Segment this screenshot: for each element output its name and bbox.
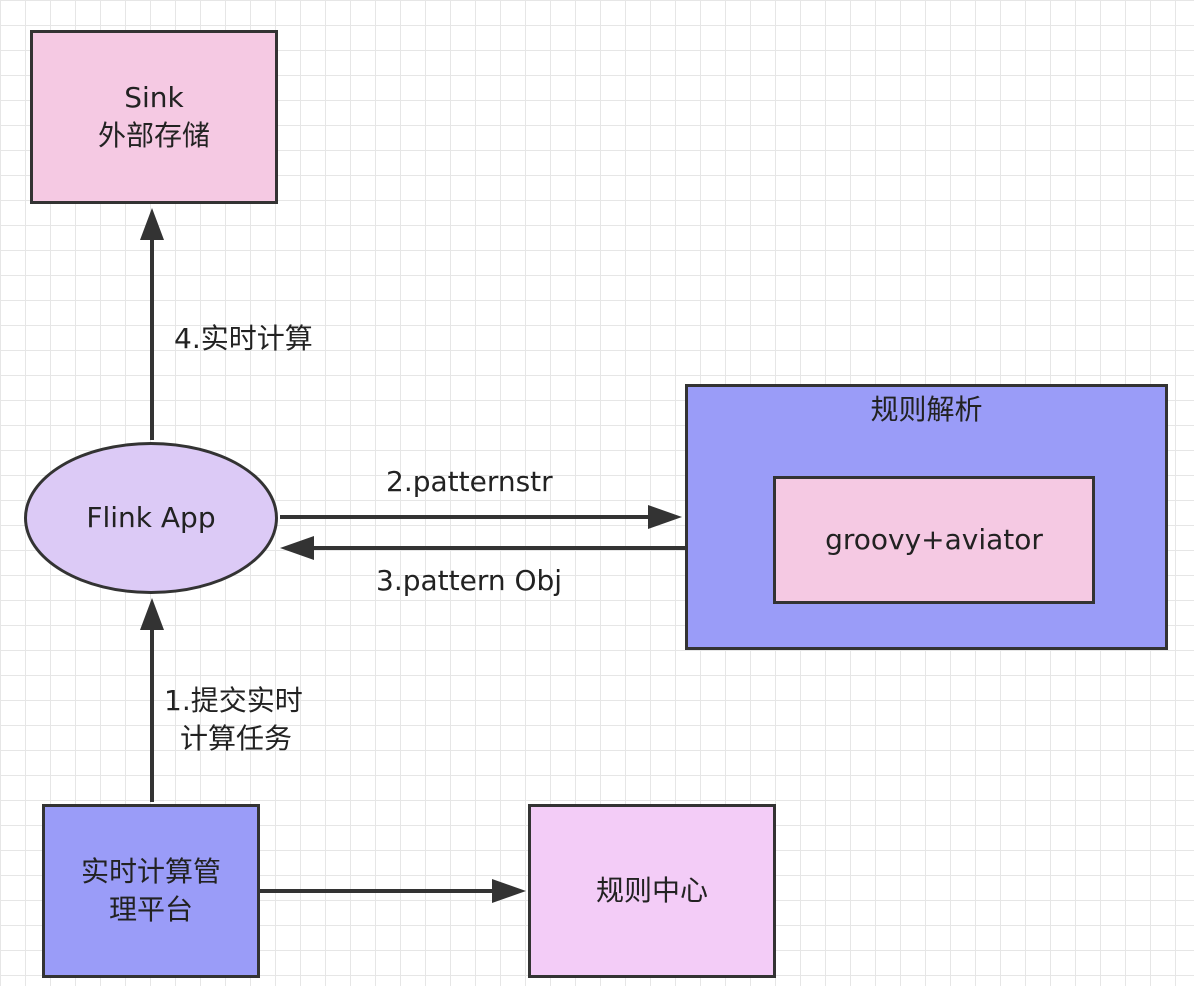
edge-4-arrow — [140, 208, 164, 440]
edge-1-label: 1.提交实时 计算任务 — [164, 682, 303, 758]
rule-center-node[interactable]: 规则中心 — [528, 804, 776, 978]
realtime-platform-line-1: 实时计算管 — [80, 855, 221, 888]
edge-2-label: 2.patternstr — [386, 465, 553, 498]
groovy-aviator-node[interactable]: groovy+aviator — [773, 476, 1095, 604]
edge-3-arrow — [280, 536, 685, 560]
realtime-platform-line-2: 理平台 — [108, 893, 193, 926]
edge-platform-rulecenter-arrow — [260, 879, 526, 903]
groovy-aviator-label: groovy+aviator — [825, 523, 1043, 556]
edge-3-label: 3.pattern Obj — [376, 564, 563, 597]
sink-node[interactable]: Sink 外部存储 — [30, 30, 278, 204]
edge-1-arrow — [140, 598, 164, 802]
edge-1-label-line-1: 1.提交实时 — [164, 684, 303, 717]
realtime-platform-node[interactable]: 实时计算管 理平台 — [42, 804, 260, 978]
sink-node-line-2: 外部存储 — [97, 119, 210, 152]
flink-app-node[interactable]: Flink App — [24, 442, 278, 594]
rule-center-label: 规则中心 — [595, 874, 708, 907]
sink-node-line-1: Sink — [124, 81, 184, 114]
rule-parser-title: 规则解析 — [870, 393, 983, 426]
flink-app-label: Flink App — [86, 501, 216, 534]
edge-2-arrow — [280, 505, 682, 529]
edge-1-label-line-2: 计算任务 — [180, 722, 293, 755]
edge-4-label: 4.实时计算 — [174, 322, 313, 355]
